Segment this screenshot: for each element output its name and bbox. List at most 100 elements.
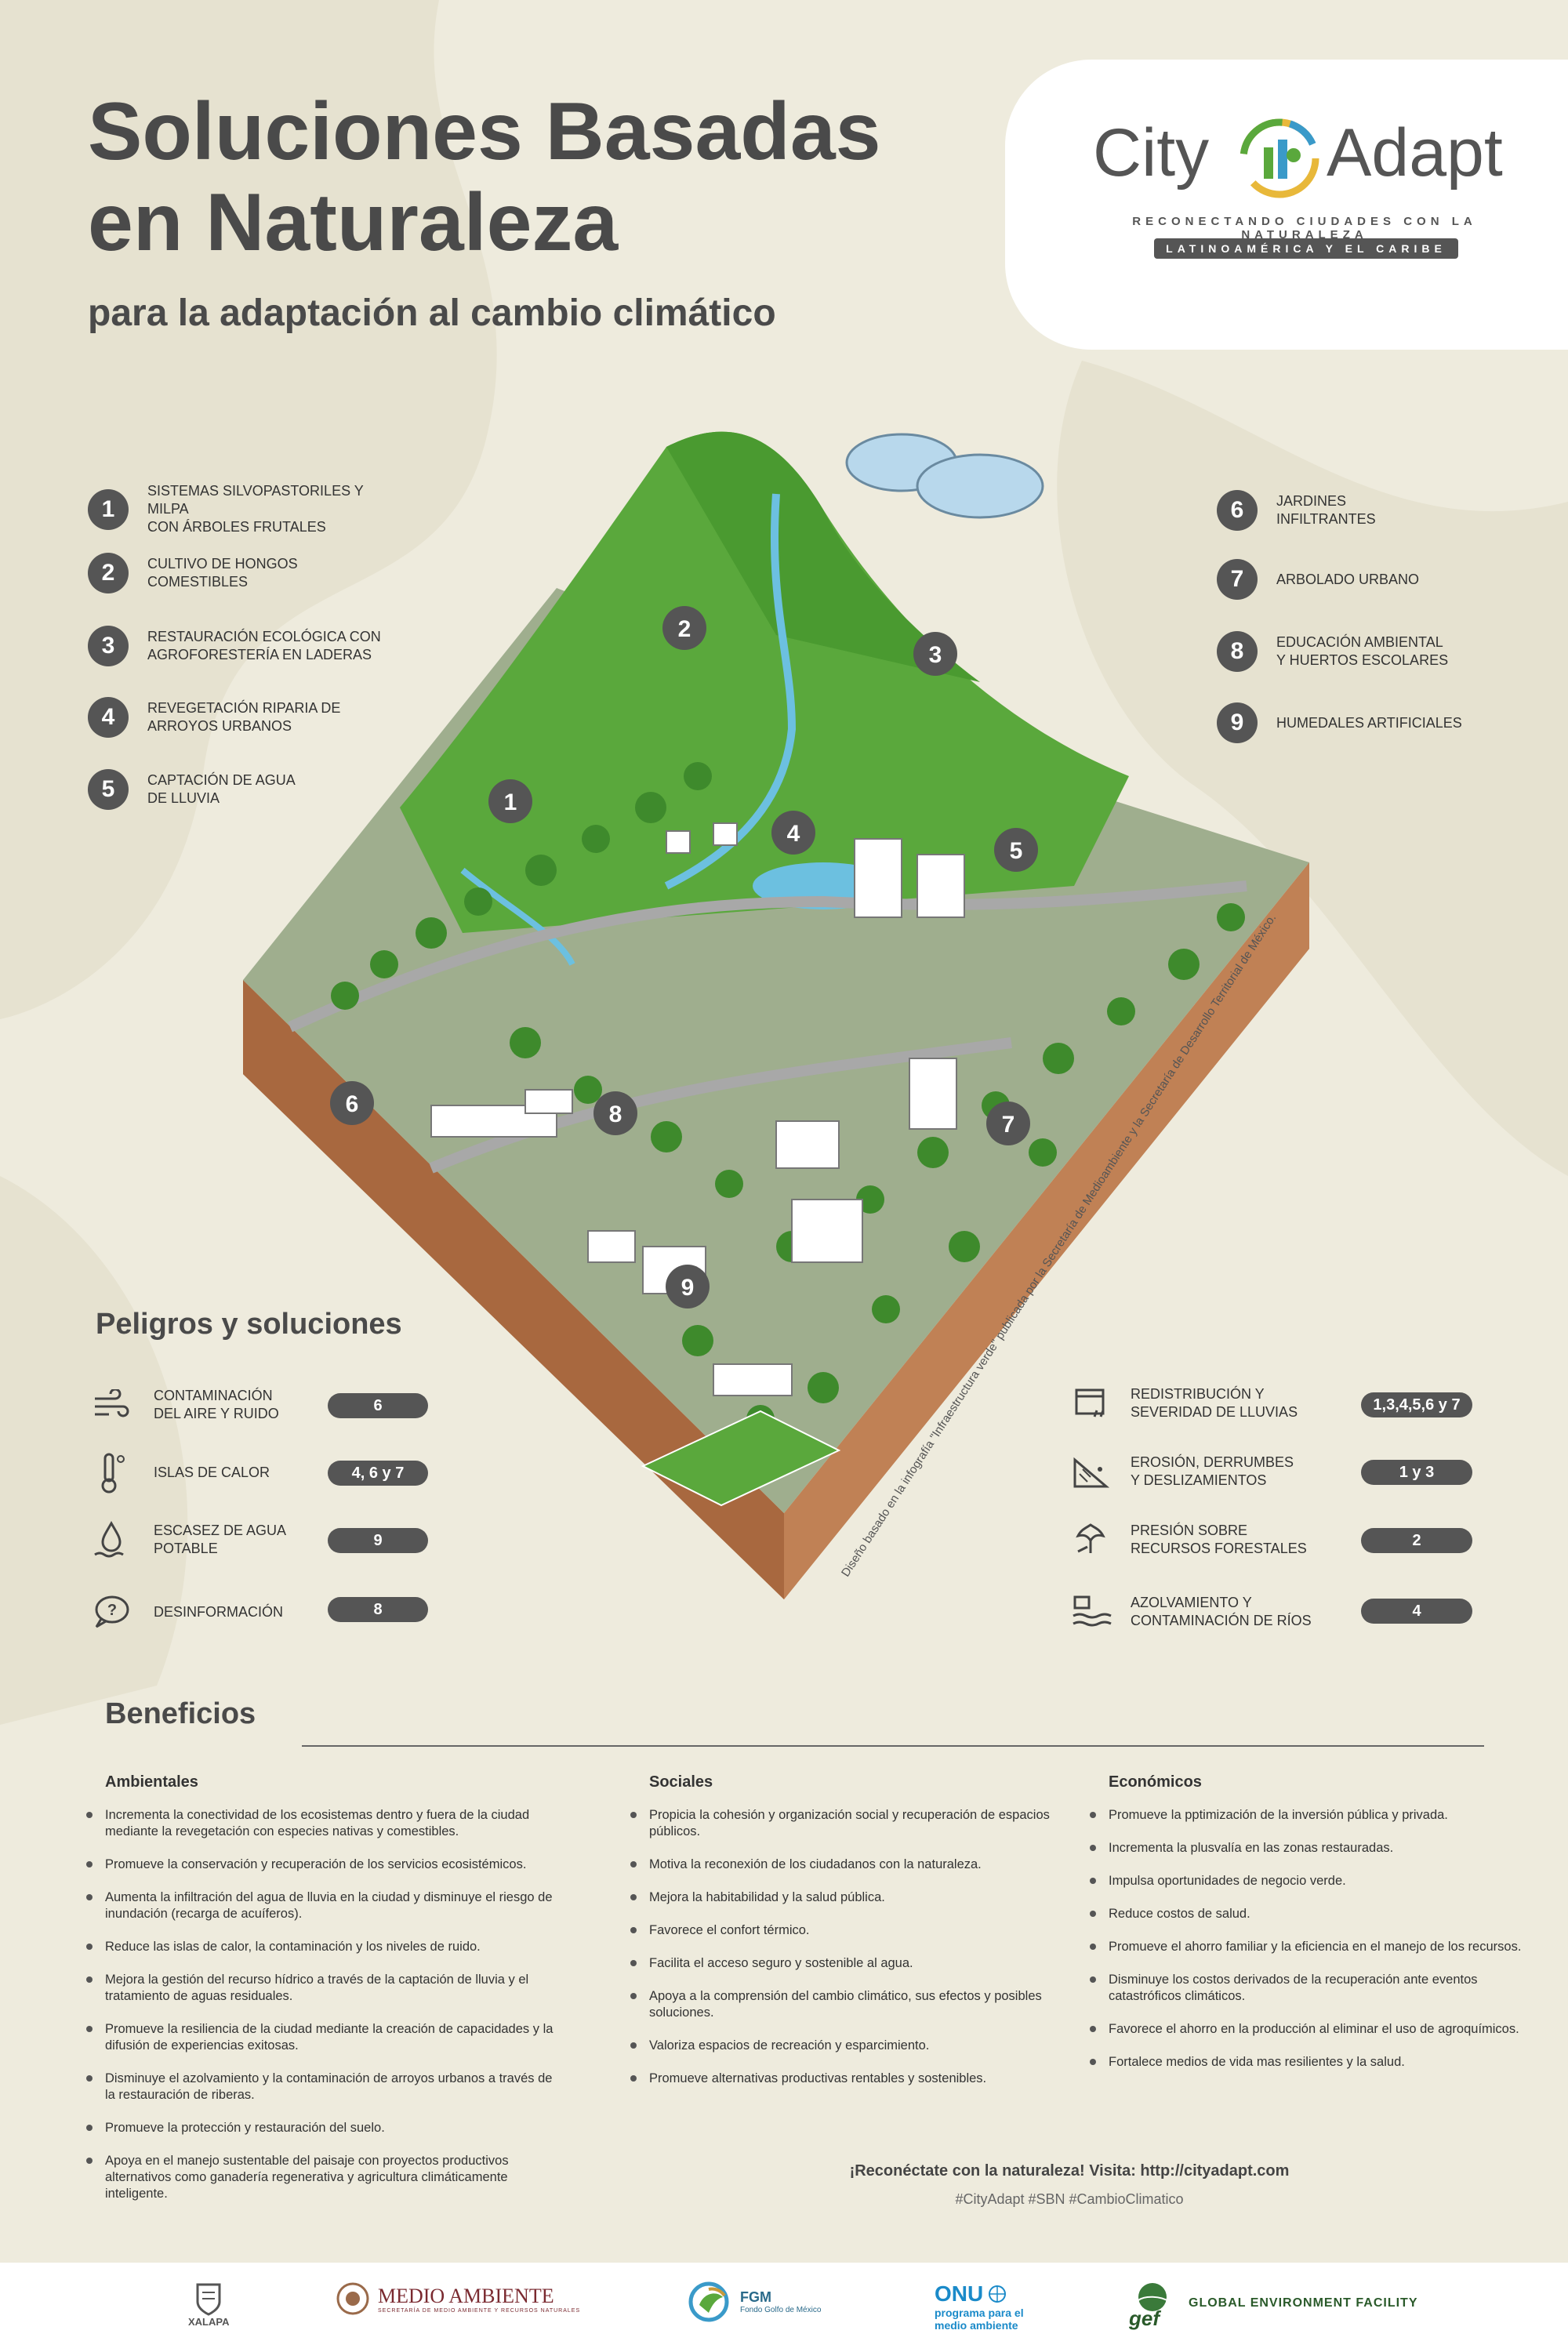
solution-item-1: 1 SISTEMAS SILVOPASTORILES Y MILPA CON Á…	[88, 482, 406, 536]
hazard-label: AZOLVAMIENTO Y CONTAMINACIÓN DE RÍOS	[1131, 1595, 1312, 1628]
hazard-label: ISLAS DE CALOR	[154, 1464, 270, 1480]
svg-text:7: 7	[1002, 1112, 1015, 1138]
solution-number: 1	[88, 488, 129, 530]
svg-text:?: ?	[107, 1602, 117, 1619]
water-drop-icon	[88, 1516, 135, 1563]
xalapa-crest-icon	[196, 2283, 221, 2316]
hazard-label: CONTAMINACIÓN DEL AIRE Y RUIDO	[154, 1388, 279, 1421]
cityadapt-logo-card: City Adapt RECONECTANDO CIUDADES CON LA …	[1005, 60, 1568, 350]
solution-label: RESTAURACIÓN ECOLÓGICA CON AGROFORESTERÍ…	[147, 629, 381, 662]
hazard-label: DESINFORMACIÓN	[154, 1603, 284, 1620]
hazard-air-noise: CONTAMINACIÓN DEL AIRE Y RUIDO	[88, 1381, 279, 1428]
fgm-emblem-icon	[688, 2281, 729, 2322]
solution-number: 8	[1217, 631, 1258, 672]
thermometer-icon	[88, 1449, 135, 1496]
hazard-solution-badge: 6	[328, 1393, 428, 1418]
benefits-divider	[302, 1745, 1484, 1747]
map-marker-2: 2	[662, 606, 706, 650]
hazard-rainfall: REDISTRIBUCIÓN Y SEVERIDAD DE LLUVIAS	[1068, 1380, 1298, 1427]
hazard-label: EROSIÓN, DERRUMBES Y DESLIZAMIENTOS	[1131, 1454, 1294, 1488]
xalapa-logo: XALAPA	[188, 2281, 229, 2328]
list-item: Incrementa la plusvalía en las zonas res…	[1090, 1840, 1529, 1857]
benefits-ambientales-heading: Ambientales	[105, 1773, 198, 1791]
medio-ambiente-logo: MEDIO AMBIENTE SECRETARÍA DE MEDIO AMBIE…	[336, 2281, 580, 2316]
mexico-seal-icon	[336, 2282, 369, 2315]
medio-ambiente-name: MEDIO AMBIENTE	[378, 2284, 554, 2307]
onu-subtitle-1: programa para el	[935, 2307, 1024, 2319]
question-bubble-icon: ?	[88, 1588, 135, 1635]
solution-number: 7	[1217, 559, 1258, 600]
river-icon	[1068, 1588, 1115, 1635]
landscape-illustration: 1 2 3 4 5 6 7 8 9	[243, 431, 1309, 1599]
solution-item-5: 5 CAPTACIÓN DE AGUA DE LLUVIA	[88, 769, 406, 810]
title-line-2: en Naturaleza	[88, 177, 619, 268]
list-item: Reduce las islas de calor, la contaminac…	[86, 1939, 557, 1955]
xalapa-name: XALAPA	[188, 2316, 230, 2328]
svg-text:3: 3	[929, 642, 942, 668]
mountain	[400, 431, 1129, 933]
gef-full-name: GLOBAL ENVIRONMENT FACILITY	[1189, 2296, 1418, 2310]
solution-label: CAPTACIÓN DE AGUA DE LLUVIA	[147, 772, 296, 806]
svg-text:1: 1	[504, 789, 517, 815]
solution-label: SISTEMAS SILVOPASTORILES Y MILPA CON ÁRB…	[147, 483, 364, 535]
benefits-ambientales-list: Incrementa la conectividad de los ecosis…	[86, 1807, 557, 2219]
list-item: Disminuye el azolvamiento y la contamina…	[86, 2071, 557, 2103]
svg-text:9: 9	[681, 1275, 695, 1301]
logo-tagline: RECONECTANDO CIUDADES CON LA NATURALEZA	[1132, 215, 1477, 241]
hazard-water-scarcity: ESCASEZ DE AGUA POTABLE	[88, 1516, 286, 1563]
svg-text:8: 8	[609, 1102, 622, 1127]
solution-item-2: 2 CULTIVO DE HONGOS COMESTIBLES	[88, 553, 406, 593]
hazard-label: PRESIÓN SOBRE RECURSOS FORESTALES	[1131, 1523, 1307, 1556]
logo-region-badge: LATINOAMÉRICA Y EL CARIBE	[1154, 238, 1458, 259]
hazard-solution-badge: 1 y 3	[1361, 1460, 1472, 1485]
list-item: Valoriza espacios de recreación y esparc…	[630, 2038, 1054, 2054]
list-item: Facilita el acceso seguro y sostenible a…	[630, 1955, 1054, 1972]
onu-logo: ONU programa para el medio ambiente	[935, 2281, 1024, 2332]
cta-visit-link[interactable]: ¡Reconéctate con la naturaleza! Visita: …	[849, 2162, 1290, 2180]
hazard-heat-islands: ISLAS DE CALOR	[88, 1449, 270, 1496]
solution-item-7: 7 ARBOLADO URBANO	[1217, 559, 1535, 600]
svg-text:2: 2	[678, 616, 691, 642]
solution-label: HUMEDALES ARTIFICIALES	[1276, 714, 1462, 731]
list-item: Apoya en el manejo sustentable del paisa…	[86, 2153, 557, 2202]
benefits-title: Beneficios	[105, 1697, 256, 1730]
onu-name: ONU	[935, 2281, 984, 2306]
solution-label: ARBOLADO URBANO	[1276, 571, 1420, 587]
solution-number: 4	[88, 697, 129, 738]
cta-hashtags: #CityAdapt #SBN #CambioClimatico	[955, 2191, 1184, 2207]
list-item: Promueve la conservación y recuperación …	[86, 1857, 557, 1873]
list-item: Mejora la gestión del recurso hídrico a …	[86, 1972, 557, 2005]
list-item: Impulsa oportunidades de negocio verde.	[1090, 1873, 1529, 1889]
hazard-solution-badge: 1,3,4,5,6 y 7	[1361, 1392, 1472, 1417]
landslide-icon	[1068, 1448, 1115, 1495]
map-marker-7: 7	[986, 1102, 1030, 1145]
page-subtitle: para la adaptación al cambio climático	[88, 292, 776, 334]
map-marker-9: 9	[666, 1265, 710, 1308]
list-item: Promueve la resiliencia de la ciudad med…	[86, 2021, 557, 2054]
list-item: Promueve la pptimización de la inversión…	[1090, 1807, 1529, 1824]
medio-ambiente-subtitle: SECRETARÍA DE MEDIO AMBIENTE Y RECURSOS …	[378, 2307, 581, 2314]
svg-text:5: 5	[1010, 838, 1023, 864]
solution-label: EDUCACIÓN AMBIENTAL Y HUERTOS ESCOLARES	[1276, 634, 1449, 668]
list-item: Disminuye los costos derivados de la rec…	[1090, 1972, 1529, 2005]
solution-label: JARDINES INFILTRANTES	[1276, 493, 1376, 527]
solution-item-3: 3 RESTAURACIÓN ECOLÓGICA CON AGROFORESTE…	[88, 626, 406, 666]
solution-item-4: 4 REVEGETACIÓN RIPARIA DE ARROYOS URBANO…	[88, 697, 406, 738]
hazard-solution-badge: 4	[1361, 1599, 1472, 1624]
list-item: Apoya a la comprensión del cambio climát…	[630, 1988, 1054, 2021]
logo-word-adapt: Adapt	[1327, 115, 1503, 191]
benefits-sociales-heading: Sociales	[649, 1773, 713, 1791]
hazard-forest-pressure: PRESIÓN SOBRE RECURSOS FORESTALES	[1068, 1516, 1307, 1563]
list-item: Propicia la cohesión y organización soci…	[630, 1807, 1054, 1840]
hazard-erosion: EROSIÓN, DERRUMBES Y DESLIZAMIENTOS	[1068, 1448, 1294, 1495]
list-item: Aumenta la infiltración del agua de lluv…	[86, 1889, 557, 1922]
hazard-solution-badge: 9	[328, 1528, 428, 1553]
benefits-economicos-list: Promueve la pptimización de la inversión…	[1090, 1807, 1529, 2087]
list-item: Favorece el ahorro en la producción al e…	[1090, 2021, 1529, 2038]
solution-number: 5	[88, 769, 129, 810]
solution-label: CULTIVO DE HONGOS COMESTIBLES	[147, 556, 298, 590]
hazards-title: Peligros y soluciones	[96, 1308, 402, 1341]
benefits-economicos-heading: Económicos	[1109, 1773, 1202, 1791]
list-item: Promueve alternativas productivas rentab…	[630, 2071, 1054, 2087]
